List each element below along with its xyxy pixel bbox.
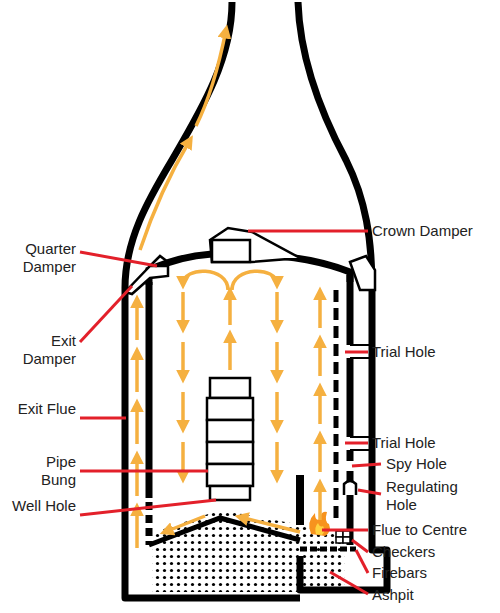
part-label: Well Hole xyxy=(10,497,76,515)
flow-arrow xyxy=(275,292,279,328)
flow-arrow xyxy=(318,292,322,328)
flow-arrow xyxy=(228,335,232,370)
leader-line xyxy=(352,464,381,466)
hovel-wall-right xyxy=(298,2,387,590)
flow-arrow xyxy=(275,342,279,378)
leader-line xyxy=(80,500,216,515)
part-label: Pipe Bung xyxy=(10,453,76,489)
part-label: Exit Damper xyxy=(10,332,76,368)
part-label: Trial Hole xyxy=(372,434,492,452)
part-label: Trial Hole xyxy=(372,343,492,361)
flow-arrow xyxy=(135,300,139,340)
saggar xyxy=(207,420,253,442)
part-label: Checkers xyxy=(372,543,492,561)
part-label: Exit Flue xyxy=(10,400,76,418)
saggar xyxy=(210,378,250,398)
leader-lines xyxy=(80,231,381,594)
regulating-hole xyxy=(344,481,356,495)
part-label: Quarter Damper xyxy=(10,240,76,276)
flow-arrow xyxy=(240,517,300,532)
flow-arrow xyxy=(275,442,279,478)
pipe-bung-stack xyxy=(207,378,253,500)
flow-arrow xyxy=(181,442,185,478)
flow-arrow xyxy=(181,392,185,428)
leader-line xyxy=(330,572,368,594)
part-label: Crown Damper xyxy=(372,222,492,240)
flow-arrow xyxy=(181,292,185,328)
saggar xyxy=(207,442,253,464)
leader-line xyxy=(322,529,368,532)
leader-line xyxy=(345,351,368,354)
saggar xyxy=(207,398,253,420)
flow-arrow xyxy=(275,392,279,428)
flow-arrow xyxy=(165,516,205,532)
leader-line xyxy=(80,252,157,266)
bag-wall-base xyxy=(296,475,304,525)
flow-arrow xyxy=(196,30,226,126)
saggar xyxy=(207,464,253,486)
crown-damper-box xyxy=(212,240,250,262)
crown-damper-symbol xyxy=(210,228,300,262)
bag-wall xyxy=(334,290,339,520)
leader-line xyxy=(356,550,368,573)
leader-line xyxy=(80,470,208,473)
saggar xyxy=(210,486,250,500)
leader-line xyxy=(352,540,368,552)
part-label: Ashpit xyxy=(372,586,492,604)
checkers-symbol xyxy=(336,531,350,543)
flow-arrow xyxy=(135,456,139,496)
leader-line xyxy=(358,490,381,494)
flow-arrow xyxy=(140,140,190,250)
oven-wall-right xyxy=(347,275,354,545)
leader-line xyxy=(345,442,368,445)
flow-arrow xyxy=(183,271,228,290)
flow-arrow xyxy=(135,404,139,444)
flow-arrow xyxy=(181,342,185,378)
part-label: Spy Hole xyxy=(386,455,496,473)
leader-line xyxy=(80,286,132,342)
firebars-symbol xyxy=(300,547,356,552)
flow-arrow xyxy=(318,340,322,376)
leader-line xyxy=(248,230,368,233)
part-label: Regulating Hole xyxy=(386,478,470,514)
flow-arrow xyxy=(318,388,322,424)
checker-brick xyxy=(336,537,343,543)
exit-damper-symbol xyxy=(125,266,168,294)
checker-brick xyxy=(343,537,350,543)
checker-brick xyxy=(343,531,350,537)
right-shoulder-symbol xyxy=(350,256,375,290)
part-label: Flue to Centre xyxy=(372,521,497,539)
trial-hole-sides xyxy=(350,345,372,450)
leader-line xyxy=(80,417,126,420)
flow-arrow xyxy=(232,271,277,290)
flow-arrow xyxy=(318,436,322,472)
flow-arrow xyxy=(135,352,139,392)
flow-arrow xyxy=(135,508,139,548)
part-label: Firebars xyxy=(372,564,492,582)
checker-brick xyxy=(336,531,343,537)
flow-arrow xyxy=(228,292,232,325)
flow-arrow xyxy=(318,484,322,520)
oven-wall-left xyxy=(146,282,153,498)
oven-floor xyxy=(149,518,300,545)
